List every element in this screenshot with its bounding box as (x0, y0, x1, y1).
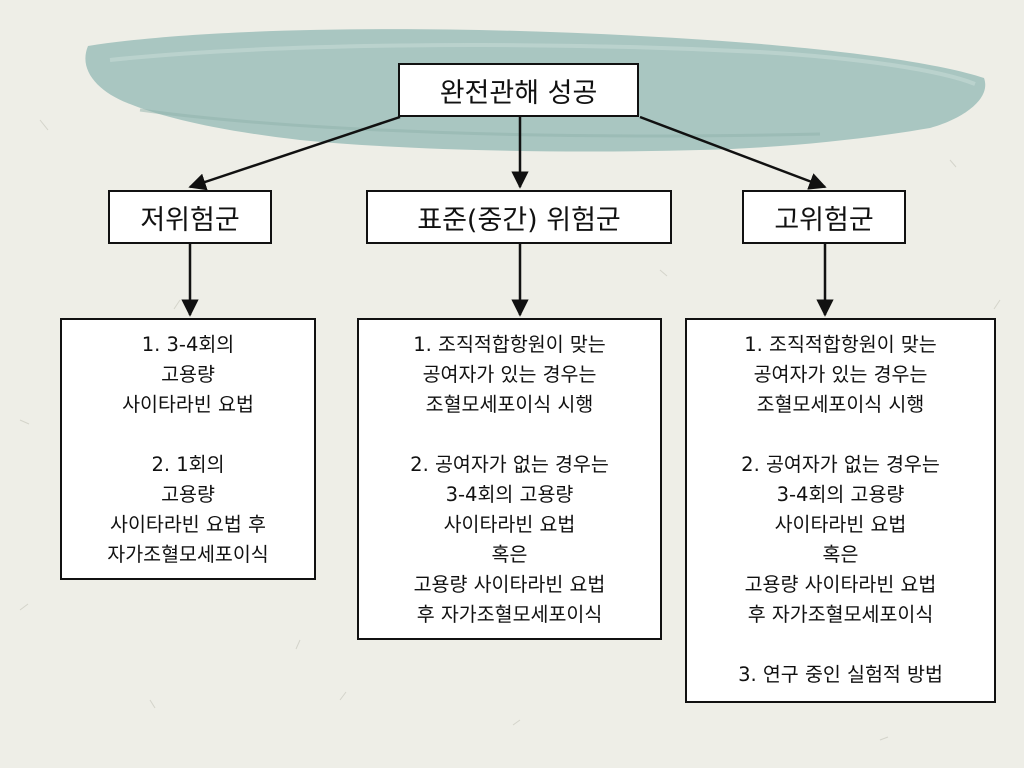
detail-line: 자가조혈모세포이식 (107, 543, 269, 566)
detail-line: 후 자가조혈모세포이식 (747, 603, 934, 626)
detail-line: 공여자가 있는 경우는 (422, 363, 597, 386)
detail-line: 고용량 사이타라빈 요법 (413, 573, 606, 596)
detail-line: 조혈모세포이식 시행 (756, 393, 925, 416)
detail-line: 혹은 (822, 543, 859, 566)
detail-line: 사이타라빈 요법 (443, 513, 576, 536)
standard-risk-node: 표준(중간) 위험군 (366, 190, 672, 244)
detail-line: 고용량 사이타라빈 요법 (744, 573, 937, 596)
arrow-root-to-high (639, 115, 827, 190)
detail-line: 1. 조직적합항원이 맞는 (413, 333, 606, 356)
detail-line: 사이타라빈 요법 (122, 393, 254, 416)
detail-line (738, 630, 943, 660)
detail-line (410, 420, 609, 450)
detail-line: 사이타라빈 요법 후 (110, 513, 266, 536)
detail-line: 고용량 (161, 483, 215, 506)
root-node: 완전관해 성공 (398, 63, 639, 117)
detail-line (738, 420, 943, 450)
detail-line: 3-4회의 고용량 (776, 483, 905, 506)
low-risk-node: 저위험군 (108, 190, 272, 244)
detail-line: 후 자가조혈모세포이식 (416, 603, 603, 626)
standard-risk-label: 표준(중간) 위험군 (417, 204, 621, 236)
detail-line: 1. 3-4회의 (141, 333, 235, 356)
high-risk-node: 고위험군 (742, 190, 906, 244)
detail-line: 1. 조직적합항원이 맞는 (744, 333, 937, 356)
detail-line (107, 420, 268, 450)
detail-line: 2. 공여자가 없는 경우는 (741, 453, 940, 476)
detail-line: 사이타라빈 요법 (774, 513, 907, 536)
high-risk-detail: 1. 조직적합항원이 맞는 공여자가 있는 경우는 조혈모세포이식 시행 2. … (685, 318, 996, 703)
standard-risk-detail: 1. 조직적합항원이 맞는 공여자가 있는 경우는 조혈모세포이식 시행 2. … (357, 318, 662, 640)
detail-line: 조혈모세포이식 시행 (425, 393, 594, 416)
detail-line: 2. 1회의 (151, 453, 225, 476)
low-risk-label: 저위험군 (140, 204, 240, 236)
arrow-root-to-low (188, 115, 401, 191)
high-risk-label: 고위험군 (774, 204, 874, 236)
detail-line: 3. 연구 중인 실험적 방법 (738, 663, 943, 686)
root-node-label: 완전관해 성공 (439, 77, 598, 109)
detail-line: 공여자가 있는 경우는 (753, 363, 928, 386)
detail-line: 고용량 (161, 363, 215, 386)
detail-line: 3-4회의 고용량 (445, 483, 574, 506)
low-risk-detail: 1. 3-4회의 고용량 사이타라빈 요법 2. 1회의 고용량 사이타라빈 요… (60, 318, 316, 580)
detail-line: 혹은 (491, 543, 528, 566)
detail-line: 2. 공여자가 없는 경우는 (410, 453, 609, 476)
